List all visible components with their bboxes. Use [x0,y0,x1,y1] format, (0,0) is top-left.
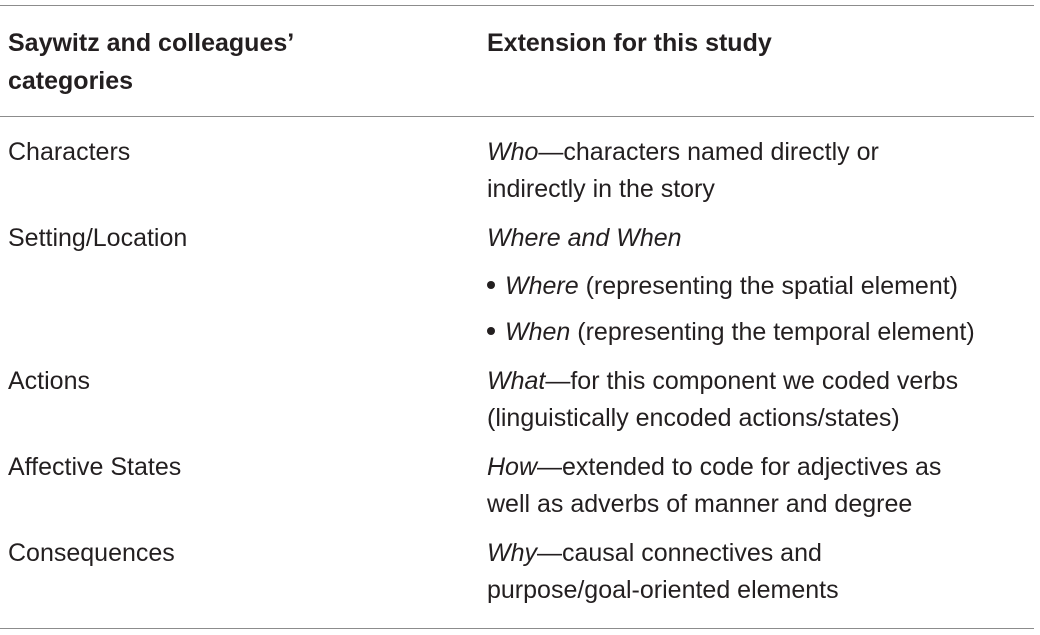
table-row-category: Actions [8,367,90,395]
extension-term: What [487,367,546,395]
bullet-item: When (representing the temporal element) [487,314,975,351]
extension-text: —causal connectives and [537,539,822,567]
bullet-text: (representing the temporal element) [570,318,975,346]
bullet-icon [487,327,495,336]
header-line: Saywitz and colleagues’ [8,29,295,57]
header-text: Extension for this study [487,29,772,57]
table-row-extension: What—for this component we coded verbs (… [487,363,958,437]
table-row-category: Consequences [8,539,175,567]
table-top-rule [0,5,1034,6]
table-row-extension: How—extended to code for adjectives as w… [487,449,941,523]
table-row-category: Affective States [8,453,182,481]
header-rule [0,116,1034,117]
extension-text: —characters named directly or [538,138,879,166]
column-header-extension: Extension for this study [487,24,772,62]
bullet-icon [487,281,495,290]
column-header-saywitz-categories: Saywitz and colleagues’ categories [8,24,294,100]
table-row-extension: Why—causal connectives and purpose/goal-… [487,535,839,609]
bullet-text: (representing the spatial element) [578,272,959,300]
extension-term: Where and When [487,224,682,252]
extension-text: indirectly in the story [487,175,715,203]
extension-term: Why [487,539,537,567]
table-bottom-rule [0,628,1034,629]
bullet-term: When [505,318,571,346]
bullet-item: Where (representing the spatial element) [487,268,958,305]
extension-text: well as adverbs of manner and degree [487,490,913,518]
extension-text: —extended to code for adjectives as [537,453,942,481]
extension-text: (linguistically encoded actions/states) [487,404,900,432]
table-row-category: Characters [8,138,131,166]
extension-text: —for this component we coded verbs [545,367,959,395]
table-row-extension: Where and When [487,220,682,257]
table-row-category: Setting/Location [8,224,188,252]
header-line: categories [8,67,134,95]
extension-term: Who [487,138,539,166]
bullet-term: Where [505,272,579,300]
table-row-extension: Who—characters named directly or indirec… [487,134,879,208]
extension-text: purpose/goal-oriented elements [487,576,839,604]
extension-term: How [487,453,538,481]
